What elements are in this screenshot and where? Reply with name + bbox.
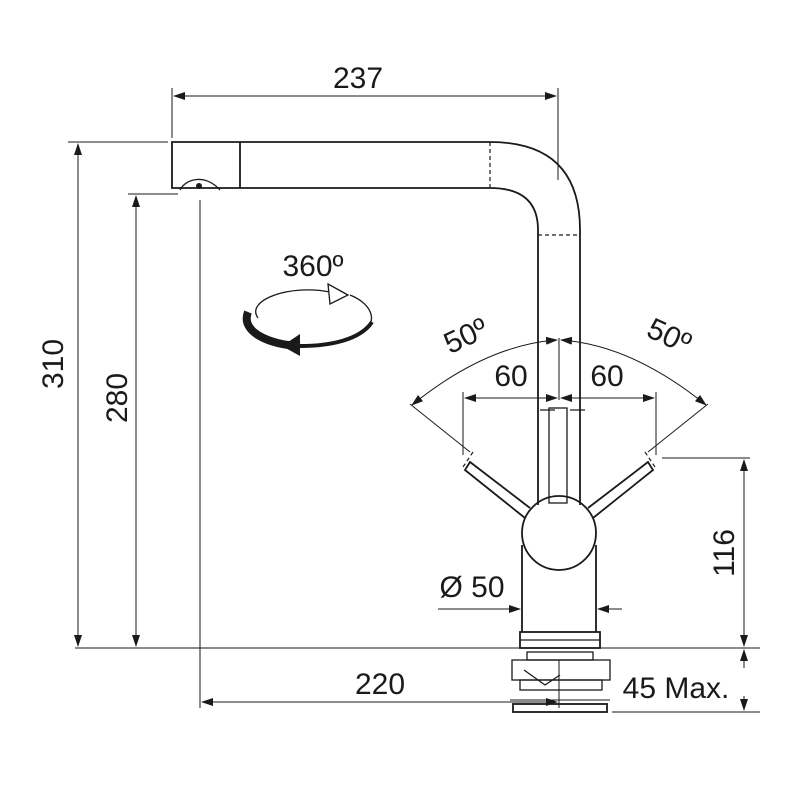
faucet-outline bbox=[75, 141, 760, 713]
lever-travel-right-label: 60 bbox=[590, 360, 623, 393]
spout-reach-label: 237 bbox=[333, 62, 383, 95]
outlet-height-label: 280 bbox=[101, 373, 134, 423]
dimension-lever-travel: 60 60 bbox=[462, 360, 657, 455]
spout-projection-label: 220 bbox=[355, 668, 405, 701]
rotation-arrow-icon bbox=[242, 282, 374, 356]
max-deck-thickness-label: 45 Max. bbox=[623, 672, 730, 705]
dimension-lever-angles: 50º 50º bbox=[409, 312, 709, 453]
rotation-label: 360º bbox=[282, 250, 343, 283]
lever-travel-left-label: 60 bbox=[494, 360, 527, 393]
dimension-spout-reach: 237 bbox=[171, 62, 559, 180]
lever-angle-right-label: 50º bbox=[642, 312, 696, 361]
body-diameter-label: Ø 50 bbox=[439, 571, 504, 604]
rotation-indicator: 360º bbox=[242, 250, 374, 356]
dimension-total-height: 310 bbox=[37, 141, 168, 647]
dimension-body-diameter: Ø 50 bbox=[438, 571, 622, 618]
dimension-lever-height: 116 bbox=[662, 457, 750, 647]
lever-angle-left-label: 50º bbox=[439, 312, 493, 361]
total-height-label: 310 bbox=[37, 339, 70, 389]
lever-height-label: 116 bbox=[708, 529, 741, 577]
dimension-max-deck-thickness: 45 Max. bbox=[612, 649, 760, 713]
dimension-outlet-height: 280 bbox=[101, 193, 178, 647]
dimension-spout-projection: 220 bbox=[199, 200, 560, 708]
